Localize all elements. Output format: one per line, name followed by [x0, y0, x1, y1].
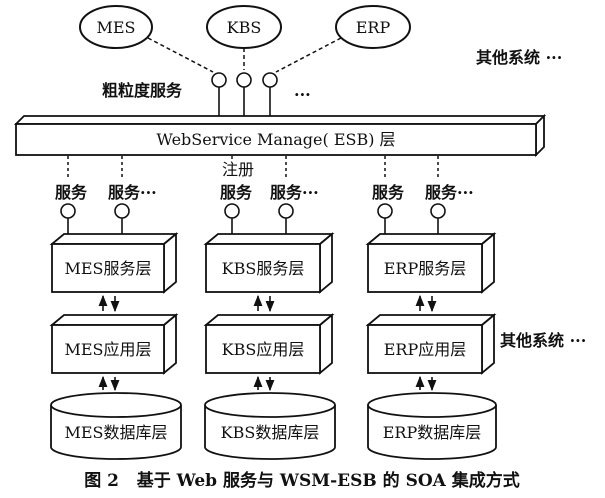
erp-app-layer-box: ERP应用层 — [365, 313, 497, 375]
service-label-mes-1: 服务 — [55, 183, 88, 202]
register-label: 注册 — [222, 160, 254, 179]
mes-service-layer-box: MES服务层 — [49, 232, 179, 294]
kbs-db-layer-label: KBS数据库层 — [221, 423, 320, 442]
service-links — [67, 156, 439, 180]
kbs-app-layer-label: KBS应用层 — [222, 340, 305, 359]
erp-db-layer-cylinder: ERP数据库层 — [367, 392, 497, 460]
kbs-arrows — [253, 294, 275, 392]
top-system-kbs: KBS — [206, 5, 282, 49]
top-system-kbs-label: KBS — [227, 18, 262, 37]
coarse-ellipsis: ··· — [294, 85, 311, 104]
top-system-mes-label: MES — [96, 18, 135, 37]
mes-app-layer-label: MES应用层 — [64, 340, 151, 359]
erp-app-layer-label: ERP应用层 — [384, 340, 467, 359]
other-systems-top: 其他系统 ··· — [476, 48, 562, 67]
figure-caption: 图 2 基于 Web 服务与 WSM-ESB 的 SOA 集成方式 — [84, 470, 520, 491]
esb-bar-label: WebService Manage( ESB) 层 — [156, 130, 395, 149]
mes-db-layer-cylinder: MES数据库层 — [50, 392, 182, 460]
mes-arrows — [98, 294, 120, 392]
service-lollipops — [60, 203, 446, 234]
coarse-service-label: 粗粒度服务 — [102, 81, 183, 100]
top-system-erp: ERP — [335, 5, 411, 49]
service-label-erp-1: 服务 — [372, 183, 405, 202]
mes-service-layer-label: MES服务层 — [64, 259, 151, 278]
coarse-links — [147, 37, 342, 73]
coarse-service-lollipops — [211, 72, 278, 118]
mes-app-layer-box: MES应用层 — [49, 313, 179, 375]
kbs-db-layer-cylinder: KBS数据库层 — [204, 392, 336, 460]
erp-service-layer-box: ERP服务层 — [365, 232, 497, 294]
service-label-mes-2: 服务··· — [108, 183, 157, 202]
service-label-kbs-1: 服务 — [220, 183, 253, 202]
kbs-service-layer-label: KBS服务层 — [222, 259, 305, 278]
service-label-erp-2: 服务··· — [425, 183, 474, 202]
mes-db-layer-label: MES数据库层 — [64, 423, 167, 442]
esb-bar: WebService Manage( ESB) 层 — [13, 113, 547, 158]
erp-service-layer-label: ERP服务层 — [384, 259, 467, 278]
erp-db-layer-label: ERP数据库层 — [383, 423, 482, 442]
top-system-erp-label: ERP — [356, 18, 391, 37]
service-label-kbs-2: 服务··· — [270, 183, 319, 202]
kbs-app-layer-box: KBS应用层 — [203, 313, 335, 375]
top-system-mes: MES — [79, 5, 153, 49]
erp-arrows — [415, 294, 437, 392]
other-systems-mid: 其他系统 ··· — [500, 331, 586, 350]
kbs-service-layer-box: KBS服务层 — [203, 232, 335, 294]
